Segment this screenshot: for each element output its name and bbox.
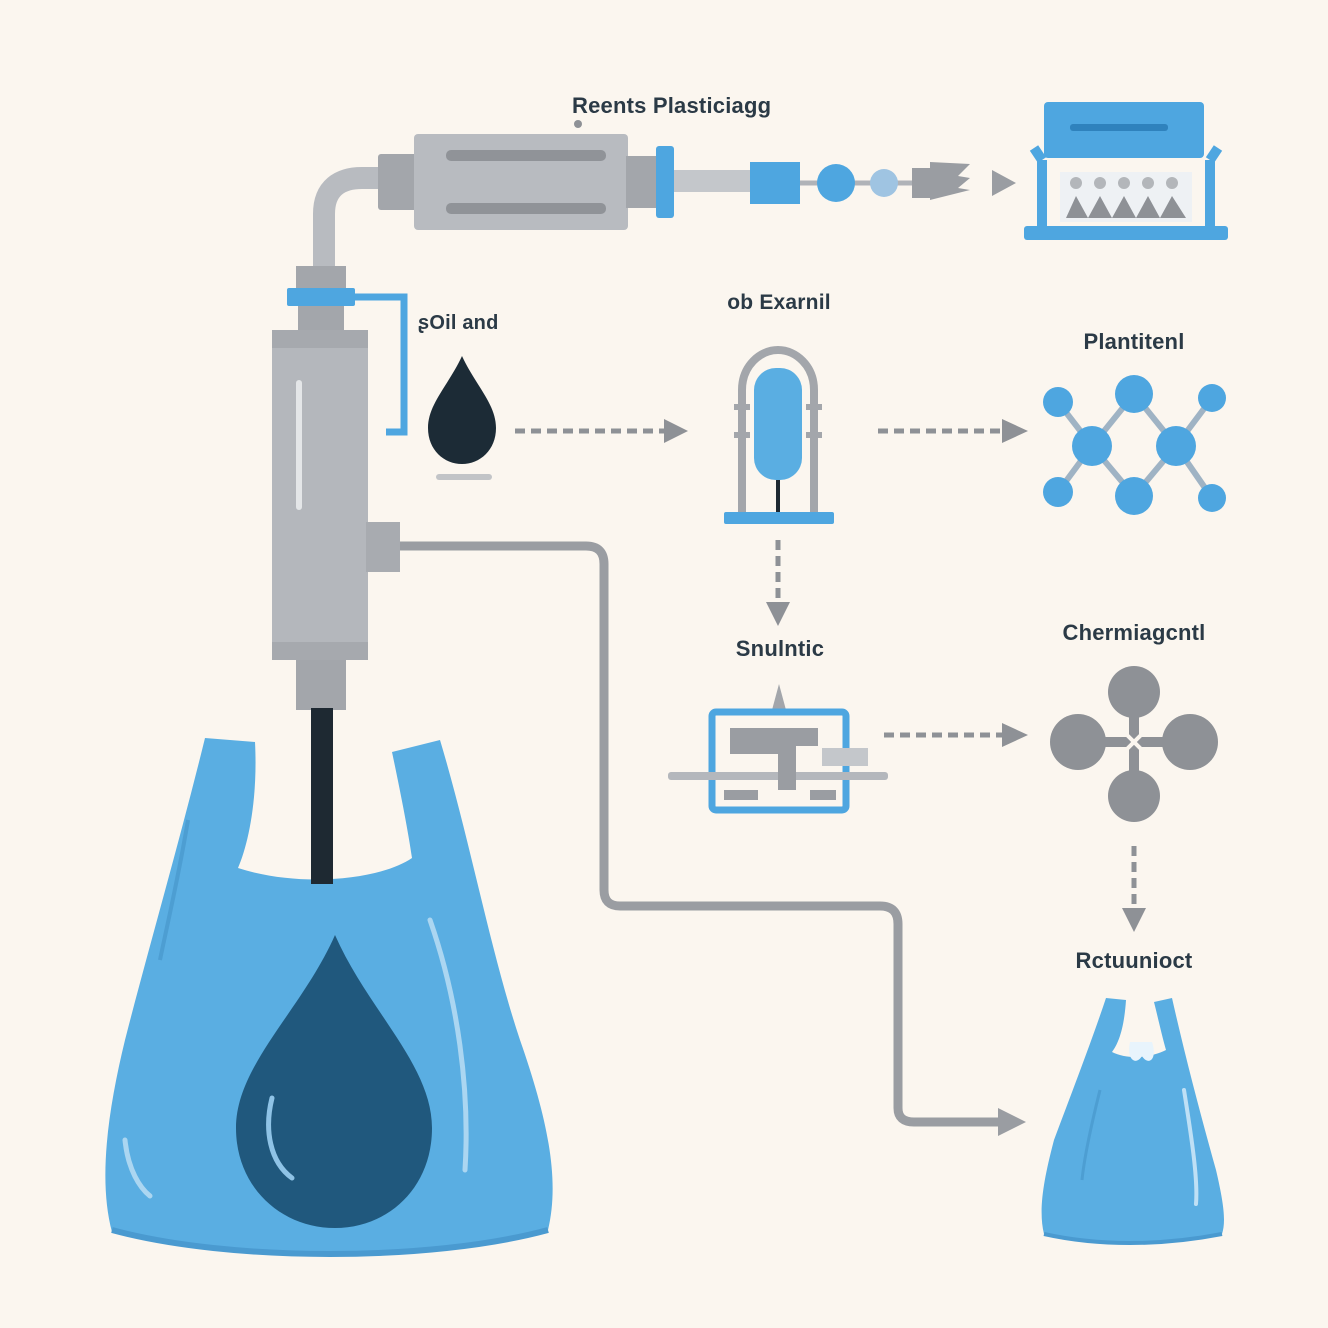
top-extruder-icon [378, 134, 1016, 230]
route-line [400, 541, 1000, 1127]
conveyor-factory-icon [1024, 102, 1228, 240]
plant-label: Plantitenl [1083, 329, 1185, 354]
recycled-bag-icon [1041, 998, 1224, 1245]
synth-label: Snulntic [735, 636, 825, 661]
pipe-extruder-icon [272, 167, 408, 884]
extract-label: ob Exarnil [727, 291, 831, 314]
molecule-network-icon [1043, 375, 1226, 515]
extraction-reactor-icon [724, 345, 834, 524]
chem-label: Chermiagcntl [1062, 620, 1206, 645]
bag-oil-drop-icon [236, 935, 432, 1228]
chemical-molecule-icon [1050, 666, 1218, 822]
oil-drop-icon [428, 356, 496, 480]
synthesis-machine-icon [668, 684, 888, 814]
oil-label: ʂOil and [418, 312, 499, 334]
top-title: Reents Plasticiagg [572, 93, 772, 118]
result-label: Rctuunioct [1075, 948, 1193, 973]
plastic-bag-icon [105, 738, 553, 1257]
